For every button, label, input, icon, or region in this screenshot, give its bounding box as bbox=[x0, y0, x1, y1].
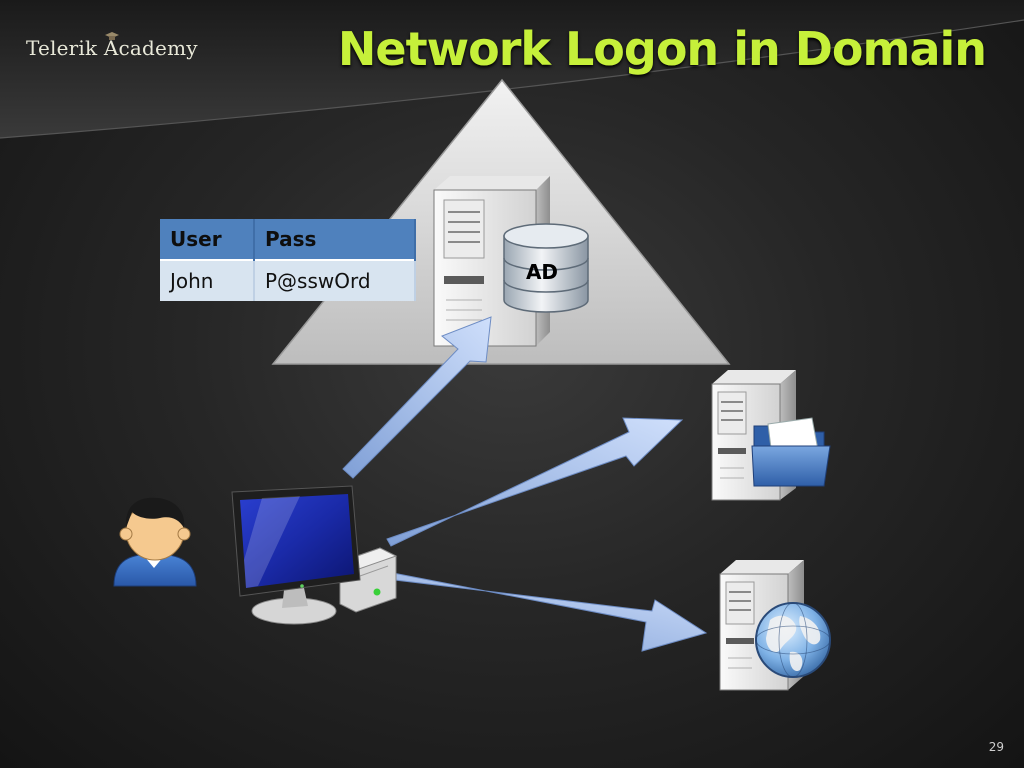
globe-icon bbox=[755, 602, 831, 678]
ad-database-icon bbox=[503, 223, 589, 313]
graduation-cap-icon bbox=[105, 32, 119, 40]
telerik-academy-logo: Telerik Academy bbox=[26, 36, 198, 60]
workstation-icon bbox=[231, 485, 398, 625]
table-row: John P@sswOrd bbox=[160, 259, 416, 301]
ad-database-label: AD bbox=[525, 260, 559, 284]
arrow-to-domain-controller bbox=[342, 316, 492, 479]
cell-pass: P@sswOrd bbox=[254, 259, 416, 301]
cell-user: John bbox=[160, 259, 255, 301]
column-header-user: User bbox=[160, 219, 255, 260]
credentials-table: User Pass John P@sswOrd bbox=[160, 219, 416, 301]
column-header-pass: Pass bbox=[254, 219, 416, 260]
slide-title: Network Logon in Domain bbox=[337, 22, 987, 76]
folder-icon bbox=[751, 417, 831, 487]
user-icon bbox=[113, 497, 197, 587]
arrow-to-file-server bbox=[386, 417, 684, 547]
page-number: 29 bbox=[988, 740, 1004, 754]
arrow-to-web-server bbox=[392, 572, 708, 652]
table-header-row: User Pass bbox=[160, 219, 416, 260]
